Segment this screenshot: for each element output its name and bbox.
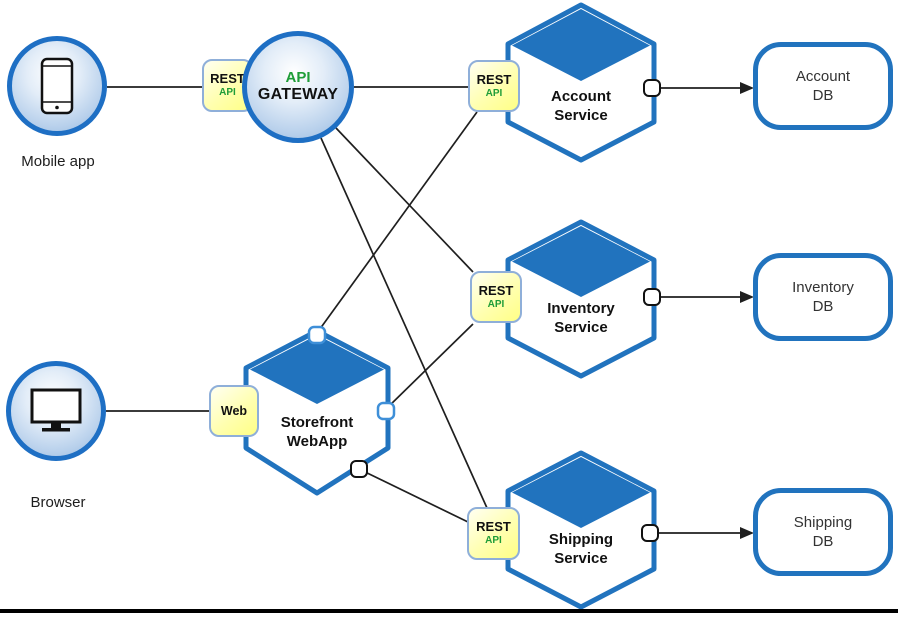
edge-webapp-to-inventory (385, 323, 474, 410)
service-name-line1: Account (551, 88, 611, 105)
badge-rest-api-inventory[interactable]: REST API (470, 271, 522, 323)
webapp-name-line2: WebApp (286, 432, 348, 450)
badge-rest-api-shipping[interactable]: REST API (467, 507, 520, 560)
browser-label: Browser (30, 494, 86, 511)
badge-rest-api-account[interactable]: REST API (468, 60, 520, 112)
gateway-label-gateway: GATEWAY (257, 86, 339, 104)
edge-gateway-to-shipping (320, 137, 488, 509)
db-name-line1: Account (795, 67, 851, 85)
db-name-line2: DB (812, 533, 834, 550)
node-browser[interactable] (6, 361, 106, 461)
badge-rest-text: REST (476, 71, 512, 87)
cube-face-icon-account (512, 9, 650, 81)
service-name-line1: Shipping (548, 531, 614, 548)
badge-api-text: API (487, 298, 505, 310)
bottom-divider (0, 609, 898, 613)
storefront-webapp-label: Storefront WebApp (237, 414, 397, 452)
badge-rest-text: REST (478, 282, 514, 298)
service-name-line2: Service (554, 106, 608, 124)
badge-api-text: API (219, 87, 236, 99)
edge-webapp-to-shipping (360, 469, 469, 523)
port-shipping-service[interactable] (641, 524, 659, 542)
edge-webapp-to-account (316, 111, 478, 334)
arrowhead-inventory-db (740, 291, 754, 303)
node-inventory-db[interactable]: Inventory DB (753, 253, 893, 341)
db-name-line2: DB (812, 298, 834, 315)
service-name-line2: Service (554, 549, 608, 567)
badge-rest-text: REST (210, 71, 245, 87)
service-name-line2: Service (554, 318, 608, 336)
edge-gateway-to-inventory (335, 127, 474, 273)
mobile-app-label: Mobile app (21, 153, 95, 170)
monitor-icon (30, 388, 82, 432)
smartphone-icon (40, 57, 74, 115)
port-account-service[interactable] (643, 79, 661, 97)
port-webapp-right[interactable] (376, 401, 396, 421)
badge-web[interactable]: Web (209, 385, 259, 437)
db-name-line2: DB (812, 87, 834, 104)
node-api-gateway[interactable]: API GATEWAY (242, 31, 354, 143)
inventory-service-label: Inventory Service (501, 300, 661, 338)
cube-face-icon-inventory (512, 226, 650, 297)
badge-api-text: API (485, 535, 502, 547)
port-webapp-bottom[interactable] (350, 460, 368, 478)
db-name-line1: Shipping (793, 513, 853, 531)
cube-face-icon-webapp (250, 335, 384, 404)
port-inventory-service[interactable] (643, 288, 661, 306)
badge-web-text: Web (220, 403, 248, 418)
shipping-service-label: Shipping Service (501, 531, 661, 569)
cube-face-icon-shipping (512, 457, 650, 528)
account-service-label: Account Service (501, 88, 661, 126)
node-account-db[interactable]: Account DB (753, 42, 893, 130)
node-shipping-db[interactable]: Shipping DB (753, 488, 893, 576)
arrowhead-account-db (740, 82, 754, 94)
db-name-line1: Inventory (792, 278, 854, 296)
badge-api-text: API (485, 87, 503, 99)
badge-rest-text: REST (476, 519, 511, 535)
webapp-name-line1: Storefront (280, 414, 354, 431)
service-name-line1: Inventory (547, 300, 615, 317)
arrowhead-shipping-db (740, 527, 754, 539)
port-webapp-top[interactable] (307, 325, 327, 345)
node-mobile-app[interactable] (7, 36, 107, 136)
gateway-label-api: API (285, 69, 311, 87)
